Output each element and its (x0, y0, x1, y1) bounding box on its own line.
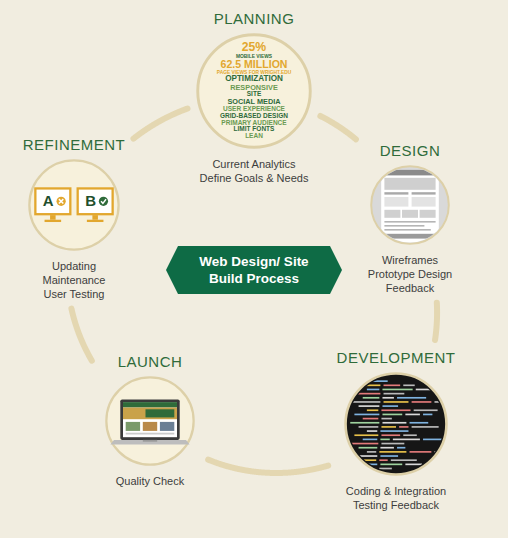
stage-caption: Wireframes Prototype Design Feedback (364, 253, 456, 295)
stage-circle: PLANNING 25%MOBILE VIEWS62.5 MILLIONPAGE… (196, 10, 312, 185)
stage-circle: DEVELOPMENT Coding & Integration Testing… (337, 349, 456, 512)
stage-heading: DEVELOPMENT (337, 349, 456, 367)
keyword: GRID-BASED DESIGN (220, 113, 288, 120)
keyword: 25% (242, 41, 266, 54)
stage-heading: LAUNCH (118, 353, 183, 371)
stage-icon: AB (28, 159, 120, 251)
variant-letter: B (85, 193, 96, 208)
ring-arc (208, 460, 328, 473)
stage-heading: DESIGN (380, 142, 441, 160)
stage-caption: Quality Check (100, 474, 200, 488)
ring-arc (71, 309, 91, 361)
ab-test-circle (28, 159, 120, 251)
keyword: SOCIAL MEDIA (227, 98, 280, 106)
keyword: RESPONSIVE (230, 84, 278, 92)
banner-title: Web Design/ Site Build Process (166, 246, 342, 294)
stage-caption: Current Analytics Define Goals & Needs (196, 157, 312, 185)
stage-heading: PLANNING (214, 10, 295, 28)
keyword: 62.5 MILLION (220, 59, 287, 70)
code-circle (344, 372, 448, 476)
ring-arc (435, 303, 437, 340)
keyword: USER EXPERIENCE (223, 106, 285, 113)
stage-icon (344, 372, 448, 476)
process-banner: Web Design/ Site Build Process (166, 246, 342, 294)
keyword: PRIMARY AUDIENCE (221, 120, 286, 127)
stage-heading: REFINEMENT (23, 136, 126, 154)
laptop-circle (105, 376, 195, 466)
keyword: OPTIMIZATION (225, 75, 283, 84)
keyword: LEAN (245, 133, 263, 140)
ring-arc (320, 116, 356, 139)
banner-shape (166, 246, 342, 294)
wireframe-circle (370, 165, 450, 245)
variant-letter: A (43, 193, 54, 208)
stage-caption: Updating Maintenance User Testing (38, 259, 110, 301)
stage-caption: Coding & Integration Testing Feedback (341, 484, 451, 512)
ring-arc (133, 109, 187, 139)
stage-icon: 25%MOBILE VIEWS62.5 MILLIONPAGE VIEWS FO… (196, 33, 312, 149)
keyword: LIMIT FONTS (234, 126, 275, 133)
stage-icon (370, 165, 450, 245)
keyword: SITE (247, 91, 261, 98)
stage-circle: DESIGN Wireframes Prototype Design Feedb… (364, 142, 456, 295)
stage-circle: REFINEMENT ABUpdating Maintenance User T… (23, 136, 126, 301)
stage-icon (105, 376, 195, 466)
stage-circle: LAUNCH Quality Check (100, 353, 200, 488)
